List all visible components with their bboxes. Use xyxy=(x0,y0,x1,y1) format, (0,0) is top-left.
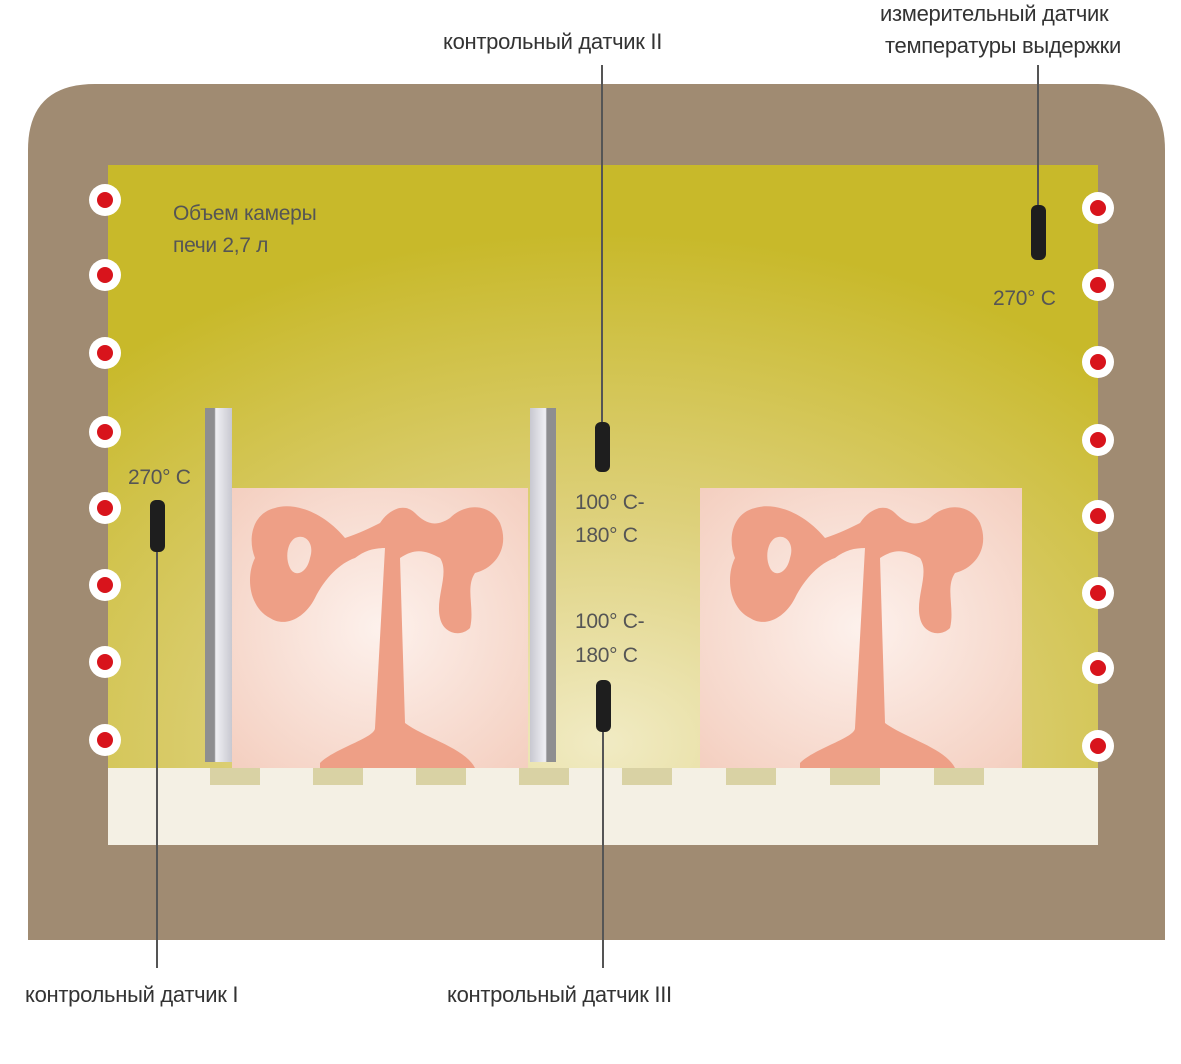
control-sensor-2-label: контрольный датчик II xyxy=(443,29,663,54)
measuring-sensor-label-line1: измерительный датчик xyxy=(880,1,1109,26)
heating-elements-left xyxy=(89,184,121,756)
heating-elements-right xyxy=(1082,192,1114,762)
control-sensor-1 xyxy=(150,500,165,968)
chamber-volume-line2: печи 2,7 л xyxy=(173,234,269,257)
rack-rod-left xyxy=(205,408,232,762)
rack-rod-right xyxy=(530,408,556,762)
floor-tiles xyxy=(210,768,984,785)
temp-mid-top-line1: 100° C- xyxy=(575,491,645,514)
measuring-sensor xyxy=(1031,65,1046,260)
control-sensor-1-label: контрольный датчик I xyxy=(25,982,239,1007)
temp-left: 270° C xyxy=(128,466,191,489)
control-sensor-3 xyxy=(596,680,611,968)
temp-right: 270° C xyxy=(993,287,1056,310)
temp-mid-top-line2: 180° C xyxy=(575,524,638,547)
chamber-volume-line1: Объем камеры xyxy=(173,202,317,225)
temp-mid-bottom-line2: 180° C xyxy=(575,644,638,667)
measuring-sensor-label-line2: температуры выдержки xyxy=(885,33,1122,58)
control-sensor-2 xyxy=(595,65,610,472)
temp-mid-bottom-line1: 100° C- xyxy=(575,610,645,633)
control-sensor-3-label: контрольный датчик III xyxy=(447,982,672,1007)
